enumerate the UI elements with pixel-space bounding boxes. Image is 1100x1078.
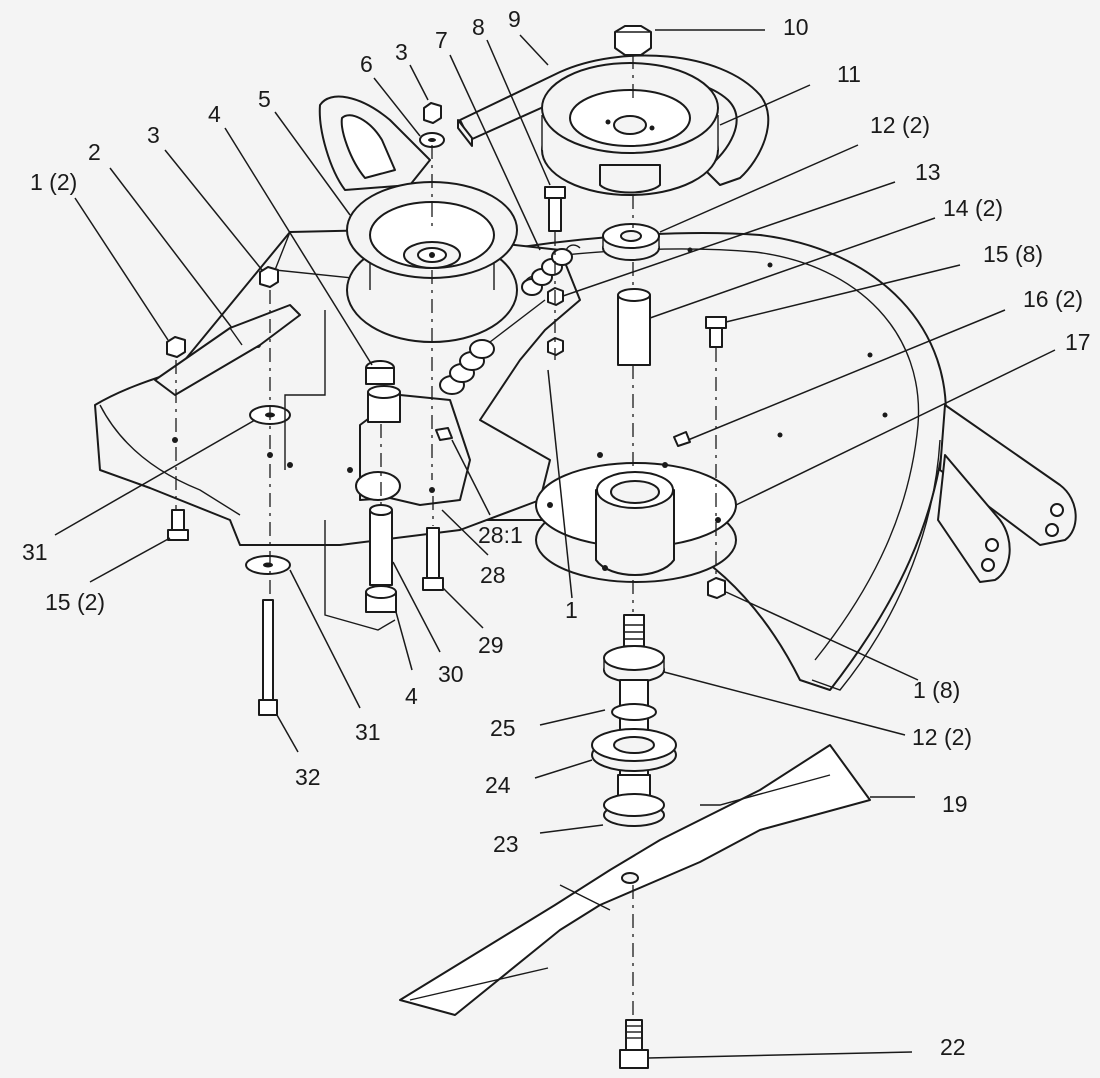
callout-3-left: 3 [147, 122, 160, 148]
assembly-centerlines [175, 55, 717, 1018]
spacer-lower [603, 645, 665, 683]
callout-15-8: 15 (8) [983, 241, 1043, 267]
blade-bolt [619, 1019, 649, 1069]
callout-30: 30 [438, 661, 464, 687]
pulley-nut [614, 25, 652, 56]
callout-12-2-lower: 12 (2) [912, 724, 972, 750]
callout-19: 19 [942, 791, 968, 817]
callout-23: 23 [493, 831, 519, 857]
bracket-outline-lines [284, 310, 396, 631]
pivot-pin [369, 504, 393, 586]
callout-24: 24 [485, 772, 511, 798]
callout-leaders [54, 29, 1056, 1059]
callout-13: 13 [915, 159, 941, 185]
idler-bolt [422, 527, 444, 591]
callout-10: 10 [783, 14, 809, 40]
hardware-nuts [166, 102, 726, 599]
spacer-upper [602, 223, 660, 261]
callout-4-lower: 4 [405, 683, 418, 709]
callout-25: 25 [490, 715, 516, 741]
cutter-blade [399, 744, 871, 1016]
spindle-tube [617, 288, 651, 366]
callout-17: 17 [1065, 329, 1091, 355]
callout-6: 6 [360, 51, 373, 77]
pivot-bushing-upper [365, 360, 401, 423]
spindle-housing [535, 462, 737, 583]
callout-28-1: 28:1 [478, 522, 523, 548]
pivot-bushing-lower [365, 585, 397, 613]
callout-5: 5 [258, 86, 271, 112]
callout-1-8: 1 (8) [913, 677, 960, 703]
callout-31-left: 31 [22, 539, 48, 565]
mounting-bracket [154, 304, 301, 396]
callout-16-2: 16 (2) [1023, 286, 1083, 312]
blade-adapter [603, 774, 665, 827]
callout-32: 32 [295, 764, 321, 790]
blade-hub-cup [591, 728, 677, 772]
callout-15-2: 15 (2) [45, 589, 105, 615]
callout-22: 22 [940, 1034, 966, 1060]
callout-28: 28 [480, 562, 506, 588]
callout-1-center: 1 [565, 597, 578, 623]
callout-2: 2 [88, 139, 101, 165]
deck-hitch-bracket [937, 404, 1077, 583]
callout-7: 7 [435, 27, 448, 53]
callout-1-2-left: 1 (2) [30, 169, 77, 195]
idler-spring-lower [439, 299, 546, 395]
drive-pulley [541, 62, 719, 196]
hardware-washers [245, 132, 445, 575]
callout-12-2-upper: 12 (2) [870, 112, 930, 138]
callout-labels: 1 (2) 2 3 4 5 6 3 7 8 9 10 11 12 (2) 13 … [22, 6, 1091, 1060]
callout-9: 9 [508, 6, 521, 32]
callout-11: 11 [837, 61, 861, 87]
callout-14-2: 14 (2) [943, 195, 1003, 221]
grease-fitting [435, 427, 691, 447]
callout-3-top: 3 [395, 39, 408, 65]
idler-spring-upper [521, 244, 581, 296]
callout-31-lower: 31 [355, 719, 381, 745]
callout-29: 29 [478, 632, 504, 658]
callout-8: 8 [472, 14, 485, 40]
callout-4-upper: 4 [208, 101, 221, 127]
hardware-bolts [167, 186, 727, 716]
idler-arm-loop [318, 95, 431, 191]
